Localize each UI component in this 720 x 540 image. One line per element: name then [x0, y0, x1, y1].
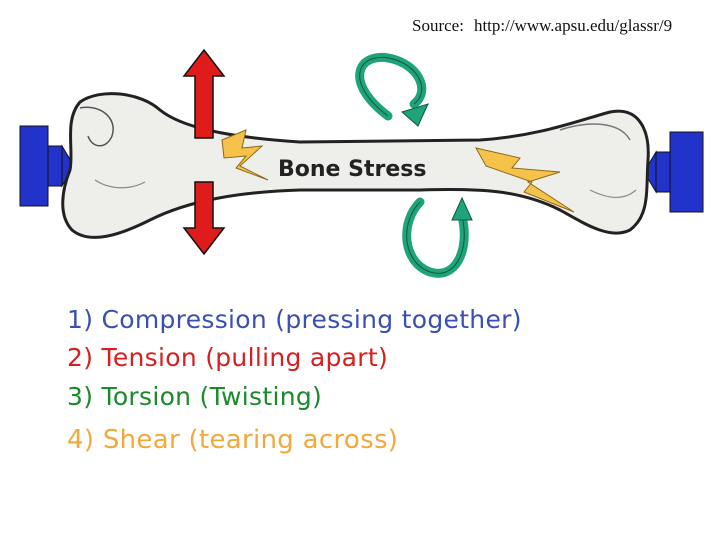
- compression-right: [643, 131, 704, 213]
- shear-bolt-left: [221, 129, 269, 181]
- legend-shear: 4) Shear (tearing across): [67, 425, 399, 455]
- torsion-arrow-bottom: [402, 196, 473, 278]
- source-citation: Source: http://www.apsu.edu/glassr/9: [412, 16, 672, 36]
- bone-stress-diagram: Bone Stress: [19, 48, 704, 278]
- shear-bolt-right: [475, 147, 575, 213]
- source-label: Source:: [412, 16, 464, 35]
- compression-left: [19, 125, 75, 207]
- torsion-arrow-top: [355, 52, 429, 127]
- legend-tension: 2) Tension (pulling apart): [67, 343, 389, 372]
- bone-stress-label: Bone Stress: [278, 157, 426, 182]
- bone-illustration: [61, 92, 650, 239]
- legend-torsion: 3) Torsion (Twisting): [67, 382, 323, 411]
- source-url: http://www.apsu.edu/glassr/9: [473, 16, 673, 35]
- tension-arrow: [182, 48, 226, 256]
- legend-compression: 1) Compression (pressing together): [67, 305, 522, 334]
